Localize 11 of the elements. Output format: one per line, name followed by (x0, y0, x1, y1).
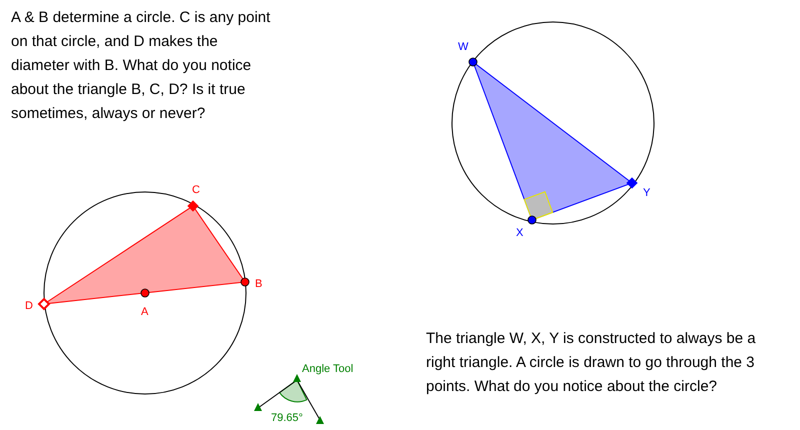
point-label: D (25, 299, 33, 314)
point-label: W (458, 40, 468, 55)
tool-label: Angle Tool (302, 362, 354, 377)
point-label: Y (643, 186, 650, 201)
point-label: C (192, 183, 200, 198)
question-text: A & B determine a circle. C is any point on that circle, and D makes the diameter with B. What do you notice about the triangle B, C, D? Is it true sometimes, always or never? (11, 8, 272, 124)
point-label: A (141, 305, 148, 320)
point-label: X (516, 226, 524, 241)
question-text: The triangle W, X, Y is constructed to always be a right triangle. A circle is drawn to go through the 3 points. What do you notice about the circle? (426, 329, 756, 397)
point-label: B (255, 277, 262, 292)
angle-value: 79.65° (271, 411, 303, 426)
